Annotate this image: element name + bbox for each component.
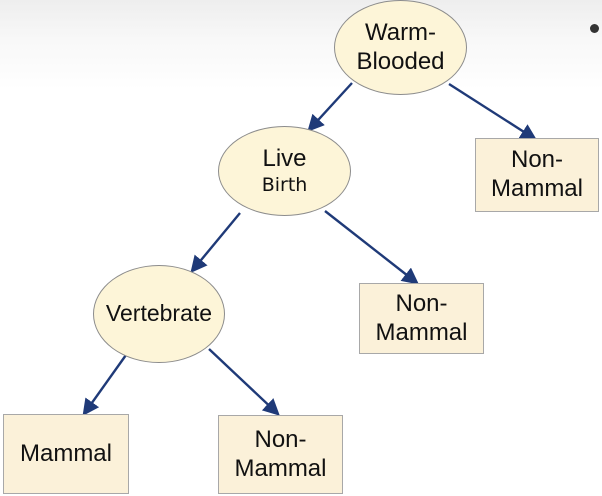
node-live-birth-line1: Live (262, 145, 307, 173)
edge-live-to-vertebrate (190, 212, 241, 273)
edge-warm-to-nonmammal-right (448, 82, 538, 141)
leaf-non-mammal-middle-line1: Non- (395, 289, 448, 317)
leaf-non-mammal-middle-line2: Mammal (375, 318, 468, 346)
leaf-non-mammal-right-line1: Non- (510, 146, 564, 174)
node-warm-blooded: Warm- Blooded (334, 0, 467, 95)
leaf-non-mammal-bottom: Non- Mammal (218, 415, 343, 494)
node-warm-blooded-line1: Warm- (364, 18, 437, 46)
node-vertebrate: Vertebrate (93, 265, 225, 363)
leaf-non-mammal-right: Non- Mammal (475, 138, 599, 212)
node-vertebrate-label: Vertebrate (105, 300, 213, 327)
edge-vertebrate-to-nonmammal-low (208, 348, 280, 416)
edge-live-to-nonmammal-mid (324, 210, 419, 285)
leaf-non-mammal-bottom-line1: Non- (254, 425, 307, 453)
edge-warm-to-live (307, 82, 353, 132)
leaf-mammal-label: Mammal (19, 439, 112, 467)
bullet-dot-icon (590, 24, 599, 33)
node-live-birth-line2: Birth (261, 174, 308, 196)
edge-vertebrate-to-mammal (82, 354, 127, 417)
node-warm-blooded-line2: Blooded (356, 47, 445, 75)
leaf-mammal: Mammal (3, 414, 129, 494)
leaf-non-mammal-right-line2: Mammal (490, 175, 583, 202)
leaf-non-mammal-bottom-line2: Mammal (234, 454, 327, 482)
leaf-non-mammal-middle: Non- Mammal (359, 283, 484, 354)
node-live-birth: Live Birth (218, 126, 351, 216)
